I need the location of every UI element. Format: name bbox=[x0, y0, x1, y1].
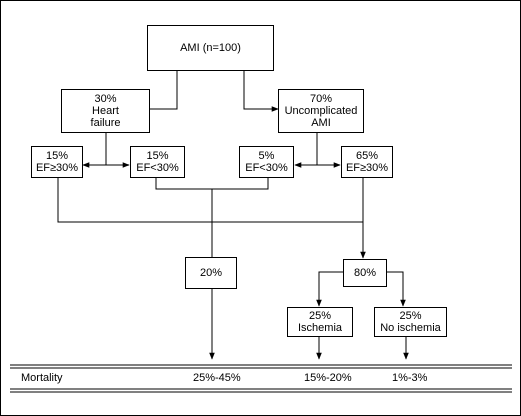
footer-value-no-ischemia: 1%-3% bbox=[392, 372, 428, 384]
node-uncomplicated-ami: 70% Uncomplicated AMI bbox=[278, 89, 364, 133]
node-hf-ef-low: 15% EF<30% bbox=[130, 146, 185, 178]
footer-label-mortality: Mortality bbox=[21, 372, 63, 384]
arrow-ami-to-unc bbox=[243, 70, 279, 112]
node-unc-ef-low: 5% EF<30% bbox=[239, 146, 294, 178]
node-heart-failure: 30% Heart failure bbox=[61, 89, 150, 133]
node-low-risk: 80% bbox=[343, 259, 387, 287]
line-ef-hi-merge bbox=[57, 178, 364, 223]
arrow-to-ischemia bbox=[316, 271, 343, 307]
node-unc-ef-high: 65% EF≥30% bbox=[341, 146, 393, 178]
node-ischemia: 25% Ischemia bbox=[287, 307, 353, 337]
node-ami: AMI (n=100) bbox=[147, 25, 274, 71]
footer-value-high-risk: 25%-45% bbox=[193, 372, 241, 384]
arrow-to-no-ischemia bbox=[386, 271, 406, 307]
node-hf-ef-high: 15% EF≥30% bbox=[31, 146, 83, 178]
node-no-ischemia: 25% No ischemia bbox=[374, 307, 447, 337]
node-high-risk: 20% bbox=[185, 257, 237, 289]
footer-value-ischemia: 15%-20% bbox=[304, 372, 352, 384]
line-ef-lo-merge bbox=[155, 178, 269, 190]
